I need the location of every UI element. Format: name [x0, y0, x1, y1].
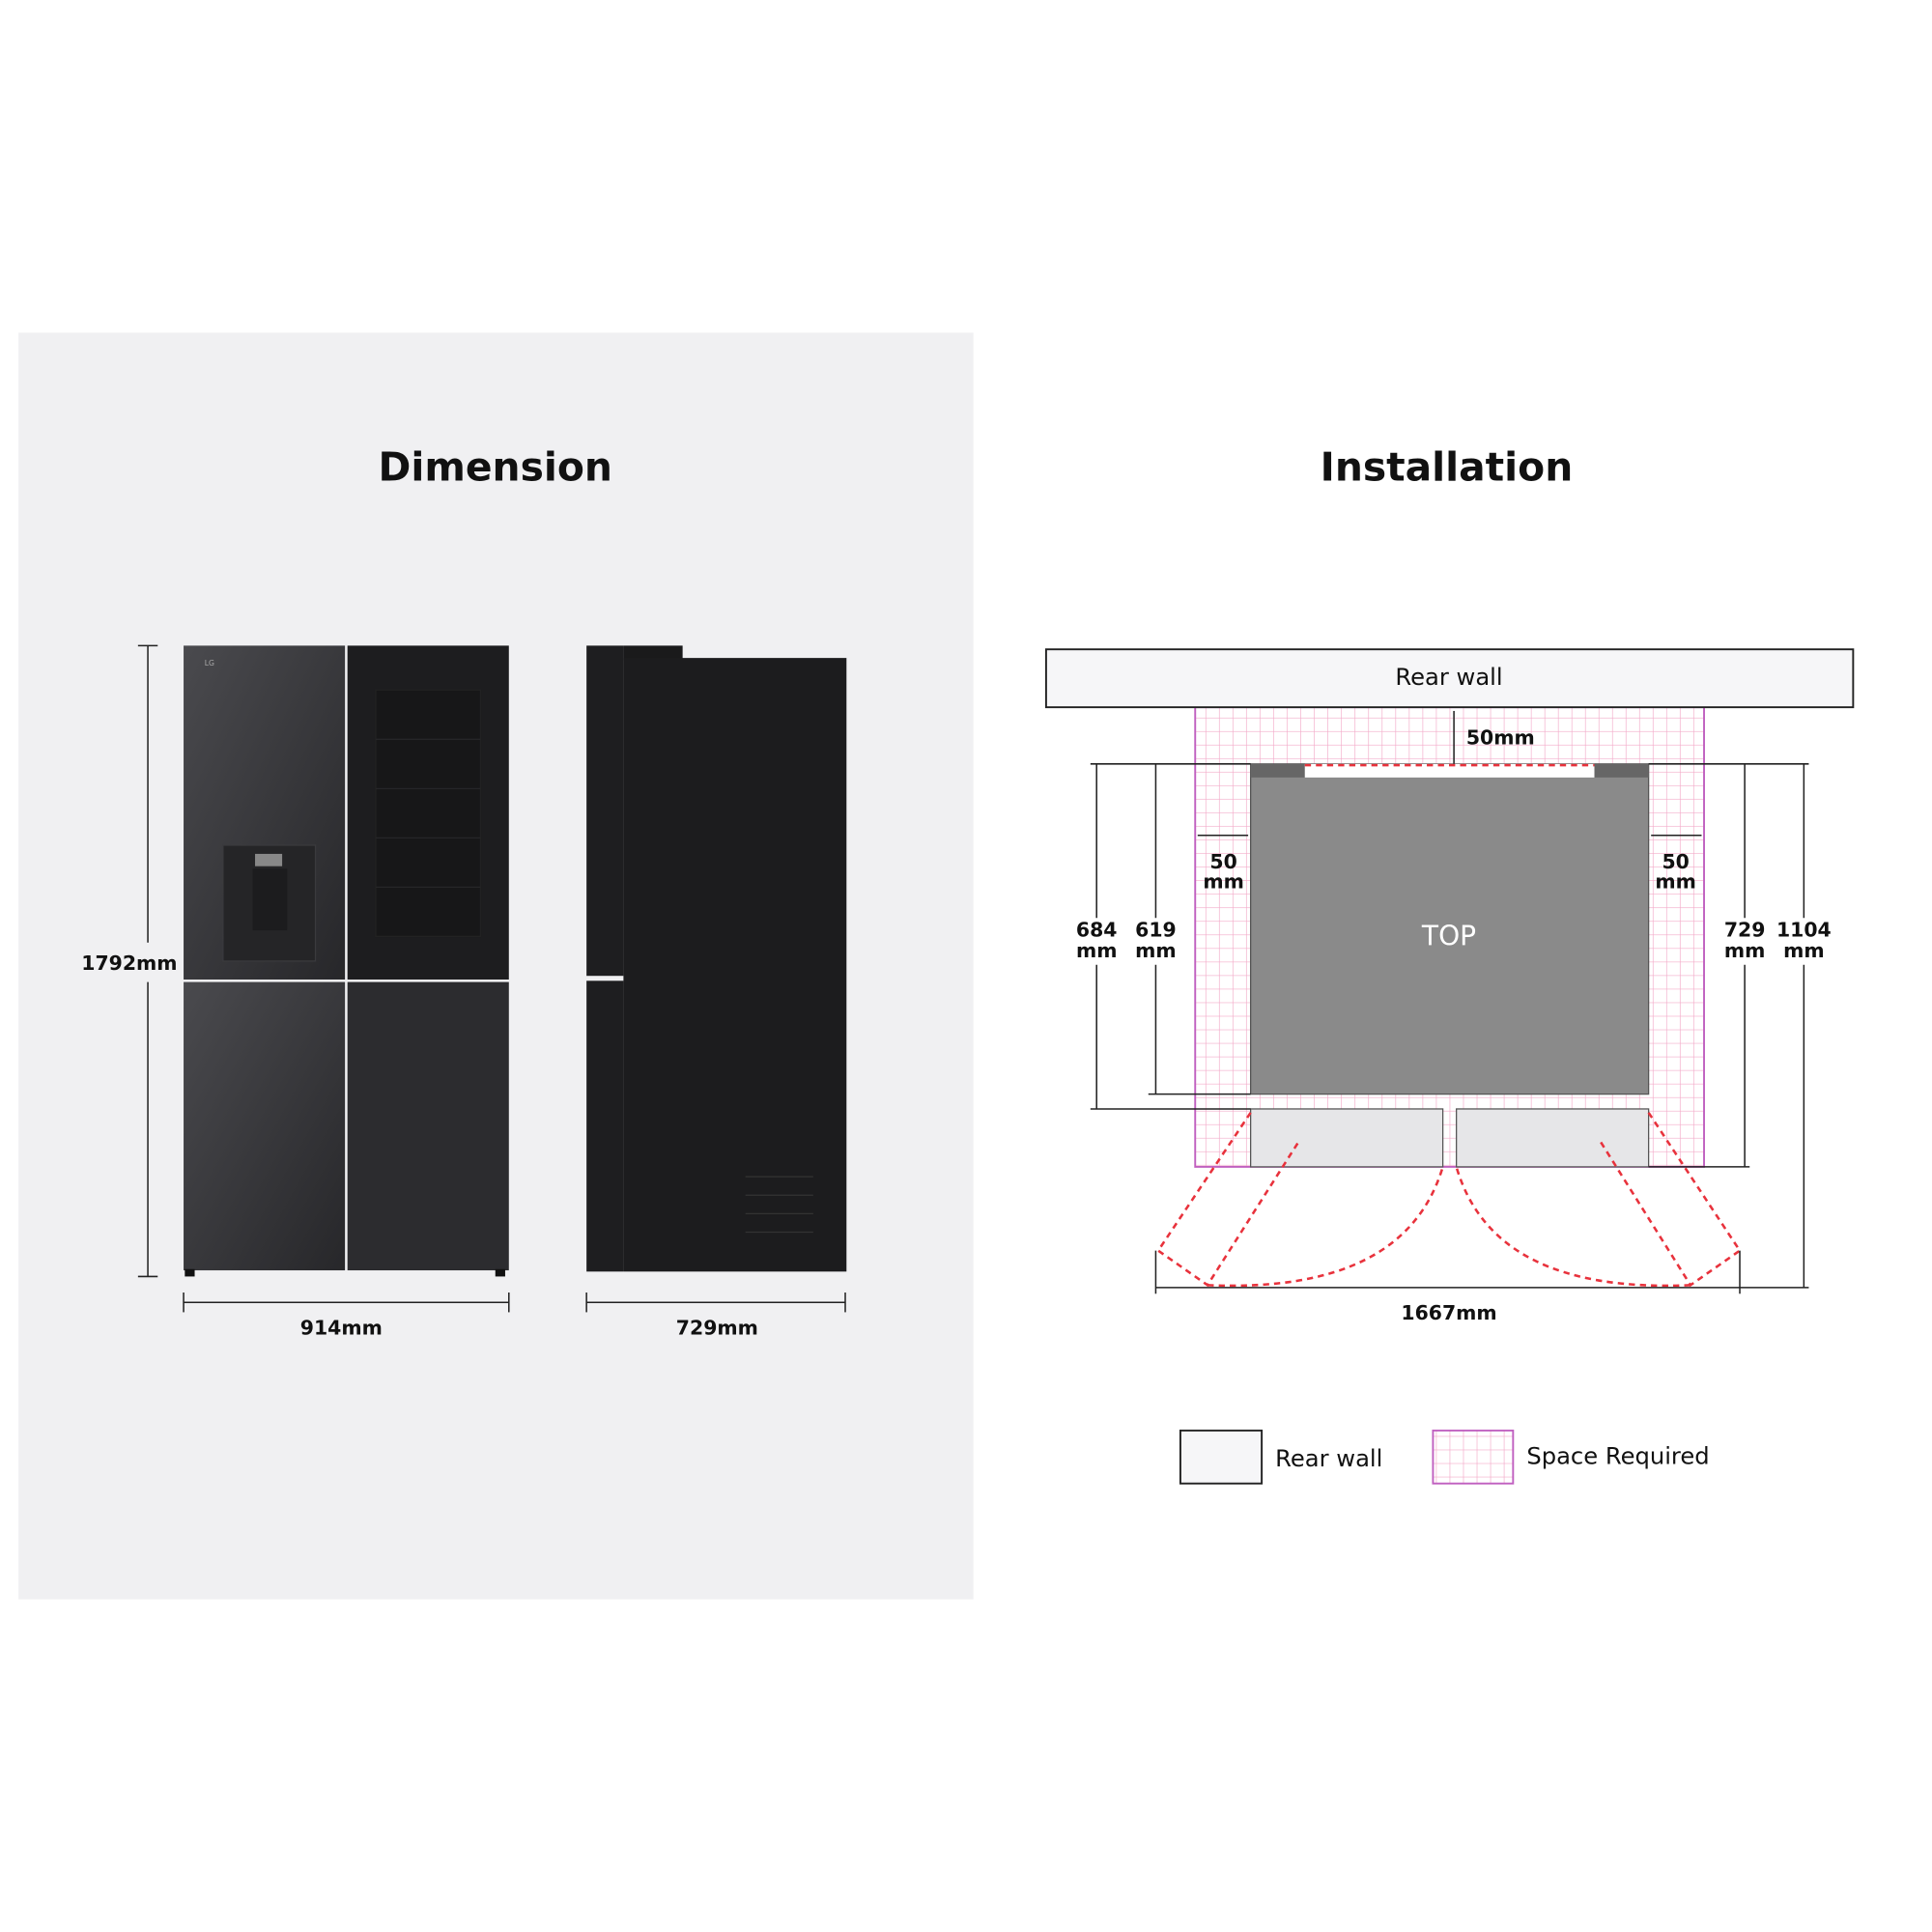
dim-619-unit: mm [1135, 939, 1177, 962]
lg-logo: LG [205, 659, 214, 668]
installation-title: Installation [1321, 443, 1574, 490]
legend-rear-wall-swatch [1179, 1429, 1264, 1485]
legend-space-label: Space Required [1526, 1442, 1709, 1469]
top-gap-label: 50mm [1466, 725, 1535, 749]
depth-dimension: 729mm [585, 1293, 846, 1339]
width-label: 914mm [300, 1316, 383, 1339]
fridge-top-view: TOP [1250, 763, 1650, 1168]
dim-1104-unit: mm [1783, 939, 1824, 962]
height-label: 1792mm [81, 952, 177, 975]
fridge-side-view [586, 645, 847, 1272]
top-label: TOP [1421, 920, 1476, 952]
dimension-title: Dimension [379, 443, 612, 490]
right-gap-unit: mm [1655, 870, 1695, 894]
dimension-lines [1090, 710, 1809, 1294]
width-dimension: 914mm [183, 1293, 510, 1339]
dim-729-unit: mm [1724, 939, 1765, 962]
dim-684: 684 [1076, 918, 1118, 941]
fridge-front-view: LG [184, 645, 509, 1277]
depth-label: 729mm [676, 1316, 758, 1339]
legend: Rear wall Space Required [1179, 1429, 1710, 1485]
legend-space-swatch [1432, 1429, 1515, 1485]
left-gap-value: 50 [1209, 850, 1236, 873]
height-dimension: 1792mm [81, 644, 178, 1278]
dim-1104: 1104 [1776, 918, 1832, 941]
legend-rear-wall-label: Rear wall [1275, 1445, 1382, 1472]
left-gap-unit: mm [1203, 870, 1244, 894]
right-gap-value: 50 [1662, 850, 1689, 873]
rear-wall-label: Rear wall [1395, 664, 1502, 691]
door-swing-arcs [1156, 1112, 1742, 1288]
dim-729: 729 [1724, 918, 1766, 941]
dim-619: 619 [1135, 918, 1177, 941]
dim-684-unit: mm [1076, 939, 1118, 962]
rear-wall [1044, 648, 1855, 709]
total-width-label: 1667mm [1401, 1301, 1496, 1324]
